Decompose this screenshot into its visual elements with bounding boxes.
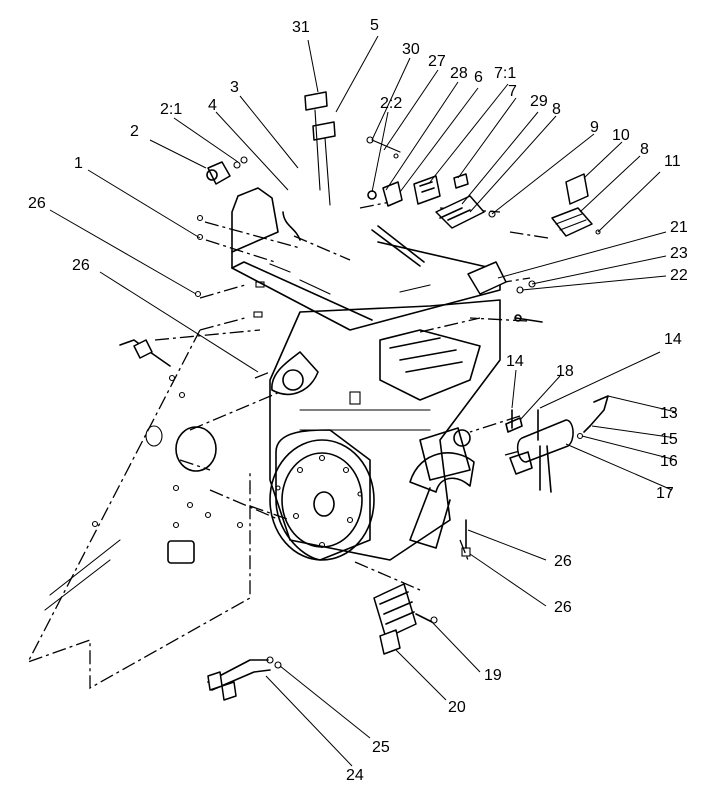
callout-2: 2 bbox=[130, 123, 139, 140]
callout-2-1: 2:1 bbox=[160, 101, 182, 118]
flywheel bbox=[269, 439, 375, 561]
callout-22: 22 bbox=[670, 267, 688, 284]
callout-25: 25 bbox=[372, 739, 390, 756]
side-frame-panel bbox=[26, 317, 251, 690]
callout-27: 27 bbox=[428, 53, 446, 70]
callout-26-bottom: 26 bbox=[554, 599, 572, 616]
callout-3: 3 bbox=[230, 79, 239, 96]
callout-26-lower: 26 bbox=[554, 553, 572, 570]
callout-23: 23 bbox=[670, 245, 688, 262]
callout-9: 9 bbox=[590, 119, 599, 136]
callout-6: 6 bbox=[474, 69, 483, 86]
callout-29: 29 bbox=[530, 93, 548, 110]
callout-18: 18 bbox=[556, 363, 574, 380]
exhaust-pipe bbox=[409, 429, 475, 549]
callout-19: 19 bbox=[484, 667, 502, 684]
callout-15: 15 bbox=[660, 431, 678, 448]
callout-5: 5 bbox=[370, 17, 379, 34]
callout-20: 20 bbox=[448, 699, 466, 716]
engine-block bbox=[269, 299, 501, 561]
callout-8-right: 8 bbox=[640, 141, 649, 158]
top-mounting-plate bbox=[231, 187, 501, 331]
assembly-guide-lines bbox=[154, 199, 561, 591]
callout-31: 31 bbox=[292, 19, 310, 36]
callout-24: 24 bbox=[346, 767, 364, 784]
callout-7: 7 bbox=[508, 83, 517, 100]
callout-7-1: 7:1 bbox=[494, 65, 516, 82]
callout-4: 4 bbox=[208, 97, 217, 114]
callout-26-upper: 26 bbox=[28, 195, 46, 212]
callout-21: 21 bbox=[670, 219, 688, 236]
callout-30: 30 bbox=[402, 41, 420, 58]
callout-26-mid: 26 bbox=[72, 257, 90, 274]
small-parts bbox=[119, 91, 609, 701]
callout-28: 28 bbox=[450, 65, 468, 82]
callout-labels: 31 5 30 27 28 6 7:1 7 29 8 9 10 8 11 3 2… bbox=[28, 17, 688, 784]
callout-1: 1 bbox=[74, 155, 83, 172]
callout-13: 13 bbox=[660, 405, 678, 422]
callout-14-right: 14 bbox=[664, 331, 682, 348]
callout-17: 17 bbox=[656, 485, 674, 502]
callout-8: 8 bbox=[552, 101, 561, 118]
leader-lines bbox=[49, 35, 677, 767]
callout-2-2: 2:2 bbox=[380, 95, 402, 112]
callout-16: 16 bbox=[660, 453, 678, 470]
callout-10: 10 bbox=[612, 127, 630, 144]
callout-14-mid: 14 bbox=[506, 353, 524, 370]
callout-11: 11 bbox=[664, 153, 681, 170]
